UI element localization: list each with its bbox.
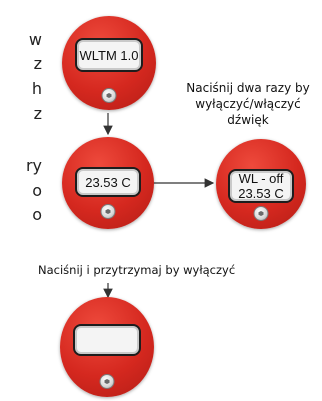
device-screen: 23.53 C [75, 167, 141, 197]
side-text-fragment: h [31, 79, 42, 98]
device-screen-blank [73, 324, 141, 356]
device-startup: WLTM 1.0 [62, 16, 156, 110]
device-screen: WL - off 23.53 C [228, 169, 294, 203]
screen-text: 23.53 C [238, 186, 284, 201]
side-text-fragment: o [32, 181, 42, 200]
side-text-fragment: ry [25, 156, 42, 175]
screen-text: WL - off [238, 171, 284, 186]
knob-icon[interactable] [100, 204, 116, 219]
device-screen: WLTM 1.0 [75, 38, 143, 72]
device-sound-off: WL - off 23.53 C [216, 139, 306, 229]
side-text-fragment: z [33, 104, 42, 123]
knob-icon[interactable] [101, 88, 117, 103]
knob-icon[interactable] [253, 206, 269, 221]
knob-icon[interactable] [99, 374, 115, 389]
press-hold-label: Naciśnij i przytrzymaj by wyłączyć [38, 263, 236, 277]
side-text-fragment: w [28, 30, 42, 49]
device-power-off [60, 297, 154, 397]
screen-text: 23.53 C [85, 174, 131, 190]
double-press-label: Naciśnij dwa razy by wyłączyć/włączyć dź… [186, 81, 310, 127]
side-text-fragment: o [32, 205, 42, 224]
side-text-fragment: z [33, 54, 42, 73]
screen-text: WLTM 1.0 [79, 47, 139, 63]
device-temperature: 23.53 C [62, 137, 154, 229]
